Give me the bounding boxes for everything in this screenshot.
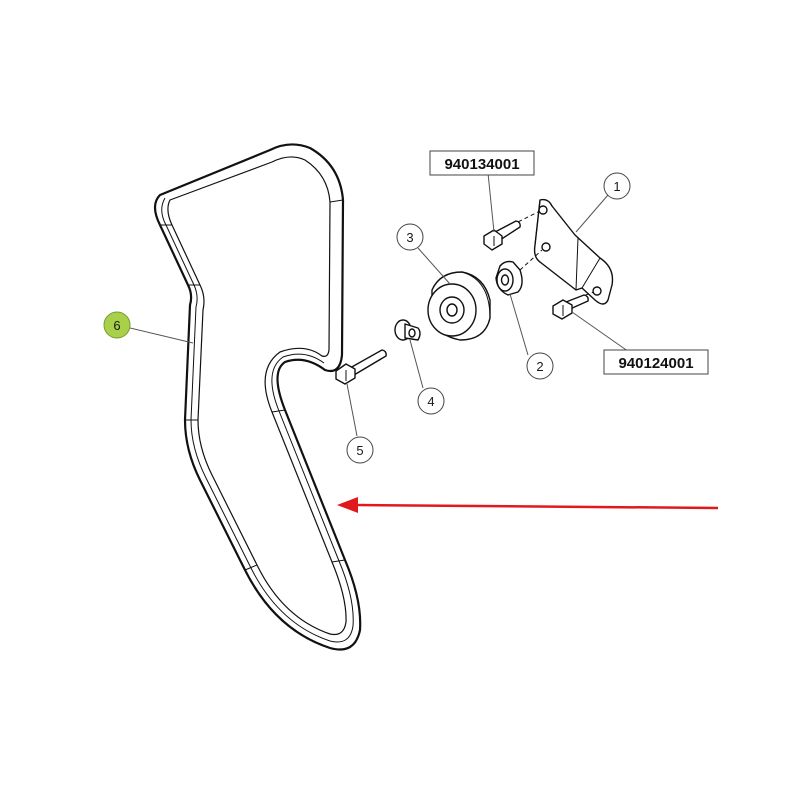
leader-line-lower-partno xyxy=(571,311,633,355)
part-number-box-upper: 940134001 xyxy=(429,150,535,176)
callout-3-label: 3 xyxy=(406,230,413,245)
leader-line-4 xyxy=(409,339,424,389)
leader-line-2 xyxy=(509,293,529,356)
part-number-box-lower: 940124001 xyxy=(603,349,709,375)
part-number-box-lower-frame xyxy=(603,349,709,375)
part-number-upper: 940134001 xyxy=(444,156,519,173)
spacer-bushing xyxy=(495,260,523,296)
pulley-bolt xyxy=(335,349,387,385)
callout-4: 4 xyxy=(417,387,445,415)
belt-inner-edge xyxy=(167,156,347,636)
idler-pulley xyxy=(427,271,491,341)
leader-line-5 xyxy=(346,383,358,437)
alignment-line xyxy=(519,249,543,271)
callout-4-circle xyxy=(417,387,445,415)
belt-segment xyxy=(329,199,344,203)
callout-6: 6 xyxy=(103,311,131,339)
pulley-washer xyxy=(394,319,421,341)
arrow-shaft xyxy=(355,503,719,510)
alignment-line xyxy=(511,211,539,226)
part-number-box-upper-frame xyxy=(429,150,535,176)
belt-outer-edge xyxy=(153,143,362,651)
arrow-head xyxy=(337,497,358,513)
callout-4-label: 4 xyxy=(427,394,434,409)
leader-line-6 xyxy=(125,326,194,344)
callout-1: 1 xyxy=(603,172,631,200)
part-number-lower: 940124001 xyxy=(618,355,693,372)
bracket-hole xyxy=(592,286,602,296)
leader-lines xyxy=(125,172,633,437)
leader-line-3 xyxy=(417,247,451,285)
washer-bore xyxy=(408,328,416,338)
callout-3: 3 xyxy=(396,223,424,251)
pulley-rim-line xyxy=(461,271,491,319)
belt-segment xyxy=(271,409,286,413)
callout-2-label: 2 xyxy=(536,359,543,374)
belt-segment xyxy=(244,564,258,571)
belt-rib-line xyxy=(161,197,354,643)
pulley-bore xyxy=(446,303,458,317)
bracket-hole xyxy=(538,205,548,215)
callout-3-circle xyxy=(396,223,424,251)
callout-2: 2 xyxy=(526,352,554,380)
lower-bracket-bolt xyxy=(552,294,589,320)
callout-5-label: 5 xyxy=(356,443,363,458)
callout-6-label: 6 xyxy=(113,318,120,333)
bolt-shaft xyxy=(349,349,387,376)
mounting-bracket xyxy=(511,198,614,305)
callout-5-circle xyxy=(346,436,374,464)
upper-bracket-bolt xyxy=(483,220,521,251)
bracket-plate xyxy=(533,198,614,305)
red-pointer-arrow xyxy=(337,497,719,513)
callout-5: 5 xyxy=(346,436,374,464)
spacer-bore xyxy=(500,274,510,286)
callout-2-circle xyxy=(526,352,554,380)
callout-1-label: 1 xyxy=(613,179,620,194)
serpentine-belt xyxy=(153,143,362,651)
bracket-hole xyxy=(541,242,551,252)
callout-1-circle xyxy=(603,172,631,200)
callout-6-circle xyxy=(103,311,131,339)
leader-line-upper-partno xyxy=(487,172,495,233)
belt-segment xyxy=(331,559,346,563)
leader-line-1 xyxy=(575,194,609,233)
